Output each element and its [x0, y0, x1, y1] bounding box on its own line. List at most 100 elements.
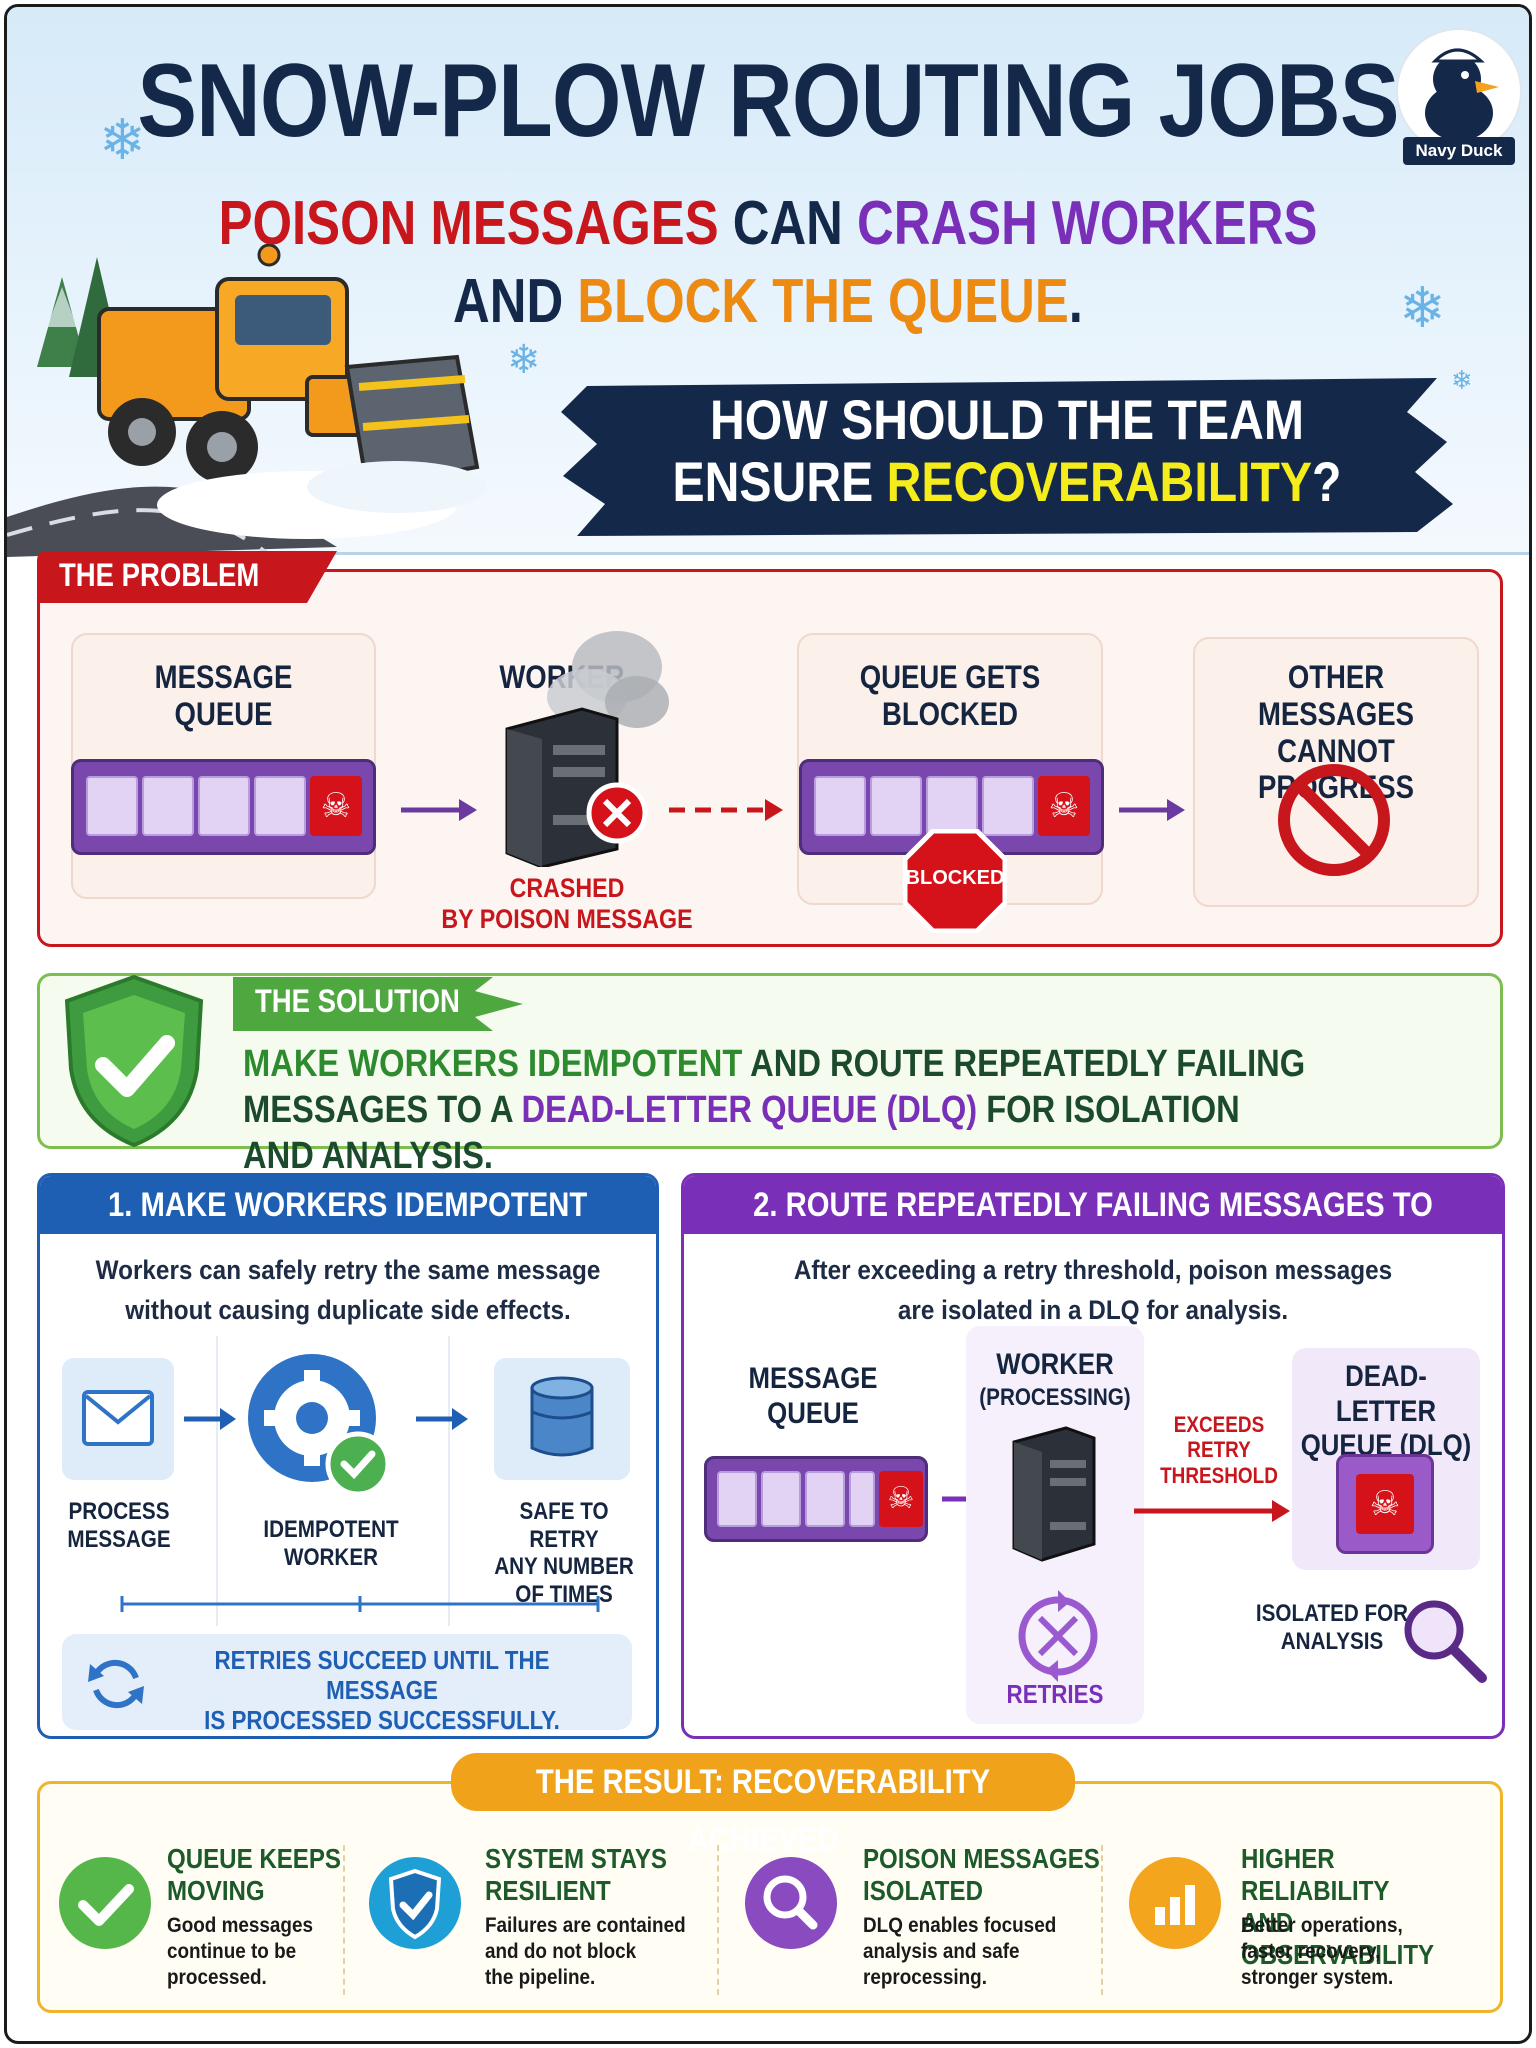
question-ensure: ENSURE — [672, 450, 887, 513]
result-2-title: SYSTEM STAYS RESILIENT — [485, 1843, 667, 1906]
subtitle-crash: CRASH WORKERS — [857, 189, 1318, 258]
crashed-label: CRASHED BY POISON MESSAGE — [441, 873, 693, 935]
retry-note-box — [62, 1634, 632, 1730]
arrow-right-icon — [1134, 1500, 1290, 1522]
magnifier-icon — [745, 1857, 837, 1949]
navy-duck-logo — [1396, 28, 1522, 154]
key-question: HOW SHOULD THE TEAM ENSURE RECOVERABILIT… — [654, 389, 1359, 513]
result-4-text: Better operations, faster recovery, stro… — [1241, 1914, 1403, 1989]
envelope-icon — [717, 1471, 757, 1527]
isolated-label: ISOLATED FOR ANALYSIS — [1255, 1600, 1409, 1655]
envelope-icon — [849, 1471, 875, 1527]
magnifier-icon — [1404, 1600, 1487, 1683]
navy-duck-badge: Navy Duck — [1403, 137, 1515, 165]
subtitle-block: BLOCK THE QUEUE — [577, 267, 1069, 336]
solution-isolation: FOR ISOLATION AND ANALYSIS. — [243, 1089, 1240, 1177]
shield-check-icon — [369, 1857, 461, 1949]
solution-text: MAKE WORKERS IDEMPOTENT AND ROUTE REPEAT… — [243, 1041, 1309, 1179]
step-2-title: 2. ROUTE REPEATEDLY FAILING MESSAGES TO … — [684, 1176, 1502, 1282]
result-2-text: Failures are contained and do not block … — [485, 1914, 686, 1989]
arrow-right-icon — [184, 1408, 236, 1430]
snowflake-icon: ❄ — [99, 108, 146, 171]
retries-label: RETRIES — [1006, 1679, 1104, 1709]
solution-idempotent: MAKE WORKERS IDEMPOTENT — [243, 1043, 743, 1085]
blocked-sign-label: BLOCKED — [905, 867, 1005, 889]
step-1-title: 1. MAKE WORKERS IDEMPOTENT — [40, 1176, 656, 1234]
idempotent-worker-label: IDEMPOTENT WORKER — [263, 1516, 399, 1571]
step-1-column-divider — [216, 1336, 218, 1626]
snowflake-icon: ❄ — [1399, 276, 1446, 339]
solution-messages: MESSAGES TO A — [243, 1089, 522, 1131]
envelope-icon — [814, 776, 866, 836]
envelope-icon — [82, 1390, 154, 1446]
snowflake-icon: ❄ — [1451, 365, 1473, 395]
result-divider — [1101, 1845, 1103, 1995]
step-2-panel: 2. ROUTE REPEATEDLY FAILING MESSAGES TO … — [681, 1173, 1505, 1739]
step-2-description: After exceeding a retry threshold, poiso… — [793, 1255, 1393, 1325]
brush-stroke-background — [561, 378, 1453, 536]
gear-check-icon — [248, 1354, 391, 1497]
subtitle-can: CAN — [718, 189, 858, 258]
question-mark: ? — [1312, 450, 1342, 513]
envelope-icon — [870, 776, 922, 836]
snow-plow-illustration — [7, 243, 487, 557]
envelope-icon — [761, 1471, 801, 1527]
solution-line-1: MAKE WORKERS IDEMPOTENT AND ROUTE REPEAT… — [243, 1041, 1309, 1087]
step-1-description: Workers can safely retry the same messag… — [95, 1255, 601, 1325]
solution-tag-shape — [233, 977, 523, 1031]
subtitle-line-1: POISON MESSAGES CAN CRASH WORKERS — [144, 193, 1392, 255]
result-tag: THE RESULT: RECOVERABILITY ACHIEVED — [451, 1753, 1075, 1859]
retry-note-text: RETRIES SUCCEED UNTIL THE MESSAGE IS PRO… — [204, 1645, 560, 1735]
result-4-title: HIGHER RELIABILITY AND OBSERVABILITY — [1241, 1843, 1435, 1970]
solution-tag: THE SOLUTION — [255, 983, 460, 1019]
envelope-icon — [926, 776, 978, 836]
database-icon — [530, 1376, 594, 1457]
problem-tag-shape — [37, 551, 337, 603]
envelope-icon — [805, 1471, 845, 1527]
question-recoverability: RECOVERABILITY — [886, 450, 1313, 513]
subtitle-poison: POISON MESSAGES — [218, 189, 719, 258]
question-line-1: HOW SHOULD THE TEAM — [710, 388, 1304, 451]
question-line-2: ENSURE RECOVERABILITY? — [654, 451, 1359, 513]
step-1-column-divider — [448, 1336, 450, 1626]
refresh-icon — [88, 1659, 144, 1709]
envelope-icon — [86, 776, 138, 836]
step-2-worker-sub: (PROCESSING) — [979, 1384, 1131, 1411]
queue-with-poison: ☠ — [71, 759, 376, 855]
safe-to-retry-label: SAFE TO RETRY ANY NUMBER OF TIMES — [494, 1498, 634, 1608]
stop-sign-icon — [903, 829, 1007, 933]
poison-skull-icon: ☠ — [310, 776, 362, 836]
other-messages-label: OTHER MESSAGES CANNOT PROGRESS — [1258, 659, 1414, 806]
crashed-server-icon — [505, 631, 669, 867]
prohibited-icon — [1278, 764, 1390, 876]
solution-route: AND ROUTE REPEATEDLY FAILING — [742, 1043, 1306, 1085]
arrow-right-icon — [401, 799, 477, 821]
infographic-frame: ❄ ❄ ❄ ❄ SNOW-PLOW ROUTING JOBS POISON ME… — [4, 4, 1532, 2044]
snowflake-icon: ❄ — [507, 338, 541, 382]
dashed-arrow-icon — [669, 799, 783, 821]
dlq-label: DEAD-LETTER QUEUE (DLQ) — [1300, 1360, 1472, 1462]
hero-banner: ❄ ❄ ❄ ❄ SNOW-PLOW ROUTING JOBS POISON ME… — [7, 7, 1529, 557]
threshold-label: EXCEEDS RETRY THRESHOLD — [1160, 1412, 1278, 1488]
subtitle-line-2: AND BLOCK THE QUEUE. — [144, 271, 1392, 333]
step-2-queue-label: MESSAGE QUEUE — [748, 1362, 878, 1430]
result-3-title: POISON MESSAGES ISOLATED — [863, 1843, 1100, 1906]
envelope-icon — [198, 776, 250, 836]
blocked-queue-label: QUEUE GETS BLOCKED — [859, 659, 1041, 732]
retry-cycle-icon — [1018, 1590, 1098, 1682]
shield-check-icon — [64, 974, 204, 1148]
poison-skull-icon: ☠ — [1356, 1474, 1414, 1534]
check-circle-icon — [59, 1857, 151, 1949]
arrow-right-icon — [1119, 799, 1185, 821]
envelope-icon — [142, 776, 194, 836]
bar-chart-icon — [1129, 1857, 1221, 1949]
problem-tag: THE PROBLEM — [59, 557, 260, 593]
solution-dlq: DEAD-LETTER QUEUE (DLQ) — [521, 1089, 978, 1131]
subtitle-period: . — [1068, 267, 1083, 336]
step-1-panel: 1. MAKE WORKERS IDEMPOTENT Workers can s… — [37, 1173, 659, 1739]
subtitle-and: AND — [453, 267, 578, 336]
result-1-text: Good messages continue to be processed. — [167, 1914, 314, 1989]
page-title: SNOW-PLOW ROUTING JOBS — [137, 43, 1399, 159]
envelope-icon — [254, 776, 306, 836]
solution-line-2: MESSAGES TO A DEAD-LETTER QUEUE (DLQ) FO… — [243, 1087, 1309, 1179]
